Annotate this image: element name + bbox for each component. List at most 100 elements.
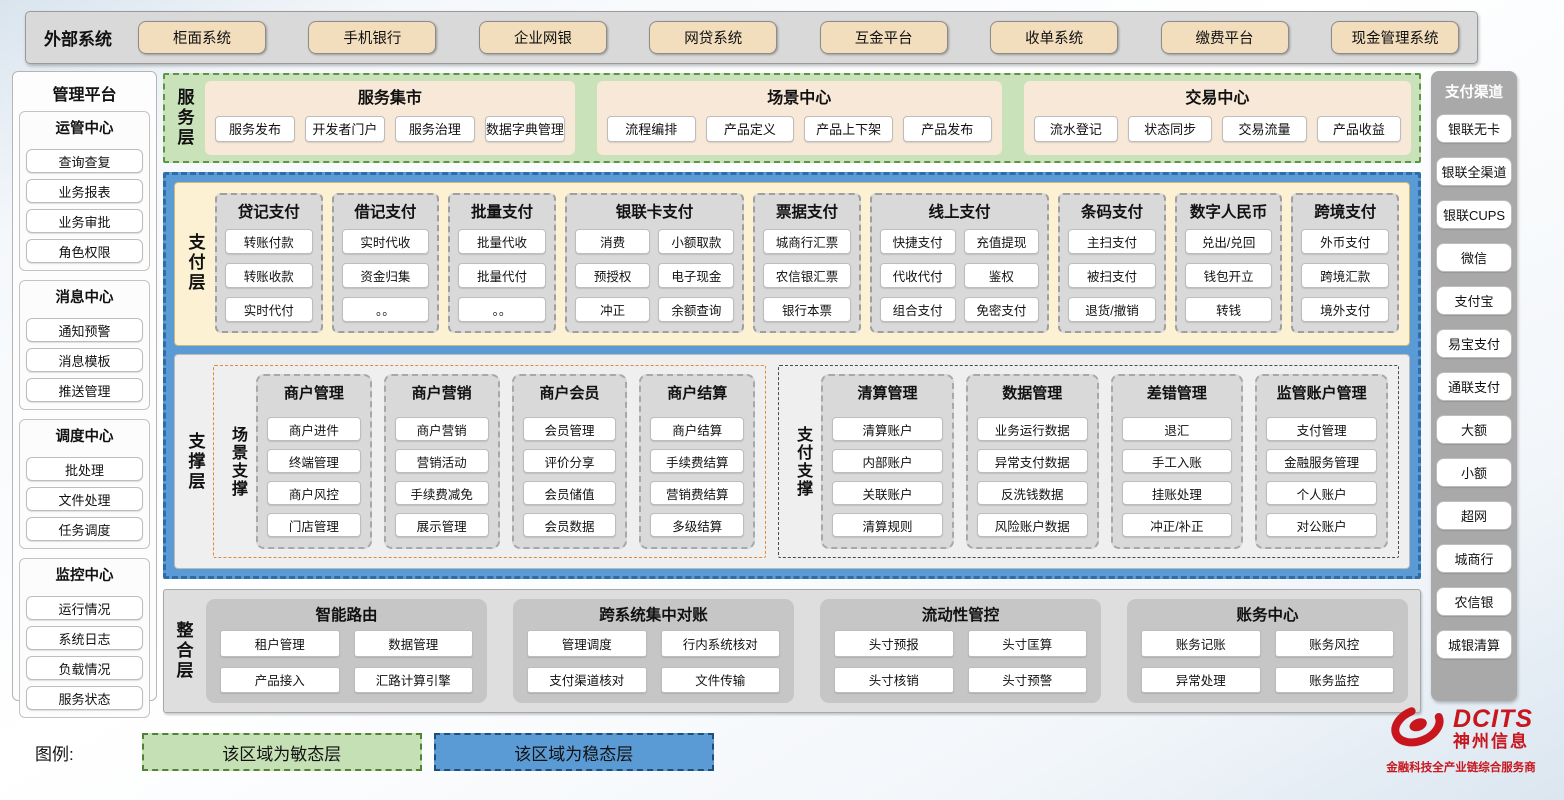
support-item-button[interactable]: 会员管理 xyxy=(522,417,617,441)
support-item-button[interactable]: 手续费减免 xyxy=(394,481,489,505)
payment-item-button[interactable]: 消费 xyxy=(574,229,651,254)
channel-button[interactable]: 城银清算 xyxy=(1436,630,1512,659)
integration-item-button[interactable]: 产品接入 xyxy=(220,666,340,693)
integration-item-button[interactable]: 行内系统核对 xyxy=(660,630,780,657)
channel-button[interactable]: 大额 xyxy=(1436,415,1512,444)
support-item-button[interactable]: 异常支付数据 xyxy=(976,449,1088,473)
support-item-button[interactable]: 终端管理 xyxy=(267,449,361,473)
external-system-button[interactable]: 互金平台 xyxy=(819,21,948,54)
support-item-button[interactable]: 评价分享 xyxy=(522,449,617,473)
channel-button[interactable]: 银联无卡 xyxy=(1436,114,1512,143)
support-item-button[interactable]: 内部账户 xyxy=(832,449,943,473)
management-item-button[interactable]: 任务调度 xyxy=(26,517,143,541)
support-item-button[interactable]: 风险账户数据 xyxy=(976,513,1088,537)
service-item-button[interactable]: 交易流量 xyxy=(1222,115,1307,142)
channel-button[interactable]: 微信 xyxy=(1436,243,1512,272)
external-system-button[interactable]: 手机银行 xyxy=(308,21,437,54)
support-item-button[interactable]: 冲正/补正 xyxy=(1121,513,1233,537)
payment-item-button[interactable]: 转账付款 xyxy=(225,229,313,254)
payment-item-button[interactable]: 城商行汇票 xyxy=(763,229,851,254)
management-item-button[interactable]: 批处理 xyxy=(26,457,143,481)
management-item-button[interactable]: 系统日志 xyxy=(26,626,143,650)
channel-button[interactable]: 银联全渠道 xyxy=(1436,157,1512,186)
integration-item-button[interactable]: 头寸匡算 xyxy=(967,630,1087,657)
payment-item-button[interactable]: 鉴权 xyxy=(963,263,1040,288)
external-system-button[interactable]: 收单系统 xyxy=(990,21,1119,54)
support-item-button[interactable]: 展示管理 xyxy=(394,513,489,537)
support-item-button[interactable]: 清算账户 xyxy=(832,417,943,441)
payment-item-button[interactable]: 兑出/兑回 xyxy=(1184,229,1273,254)
support-item-button[interactable]: 门店管理 xyxy=(267,513,361,537)
payment-item-button[interactable]: 余额查询 xyxy=(658,297,735,322)
service-item-button[interactable]: 流水登记 xyxy=(1033,115,1118,142)
external-system-button[interactable]: 现金管理系统 xyxy=(1330,21,1459,54)
support-item-button[interactable]: 支付管理 xyxy=(1266,417,1378,441)
service-item-button[interactable]: 服务发布 xyxy=(215,115,295,142)
integration-item-button[interactable]: 数据管理 xyxy=(353,630,473,657)
management-item-button[interactable]: 服务状态 xyxy=(26,686,143,710)
payment-item-button[interactable]: 冲正 xyxy=(574,297,651,322)
support-item-button[interactable]: 反洗钱数据 xyxy=(976,481,1088,505)
support-item-button[interactable]: 关联账户 xyxy=(832,481,943,505)
payment-item-button[interactable]: 被扫支付 xyxy=(1068,263,1156,288)
management-item-button[interactable]: 业务报表 xyxy=(26,179,143,203)
management-item-button[interactable]: 消息模板 xyxy=(26,348,143,372)
channel-button[interactable]: 小额 xyxy=(1436,458,1512,487)
management-item-button[interactable]: 推送管理 xyxy=(26,378,143,402)
payment-item-button[interactable]: 组合支付 xyxy=(879,297,956,322)
channel-button[interactable]: 超网 xyxy=(1436,501,1512,530)
payment-item-button[interactable]: 电子现金 xyxy=(658,263,735,288)
management-item-button[interactable]: 通知预警 xyxy=(26,318,143,342)
service-item-button[interactable]: 产品上下架 xyxy=(804,115,893,142)
external-system-button[interactable]: 企业网银 xyxy=(478,21,607,54)
support-item-button[interactable]: 商户结算 xyxy=(650,417,745,441)
service-item-button[interactable]: 开发者门户 xyxy=(304,115,385,142)
service-item-button[interactable]: 产品定义 xyxy=(705,115,795,142)
payment-item-button[interactable]: 资金归集 xyxy=(341,263,430,288)
payment-item-button[interactable]: 主扫支付 xyxy=(1068,229,1156,254)
support-item-button[interactable]: 会员储值 xyxy=(522,481,617,505)
payment-item-button[interactable]: 代收代付 xyxy=(879,263,956,288)
service-item-button[interactable]: 流程编排 xyxy=(606,115,696,142)
support-item-button[interactable]: 会员数据 xyxy=(522,513,617,537)
integration-item-button[interactable]: 头寸预报 xyxy=(834,630,954,657)
integration-item-button[interactable]: 账务监控 xyxy=(1274,666,1394,693)
support-item-button[interactable]: 商户风控 xyxy=(267,481,361,505)
channel-button[interactable]: 支付宝 xyxy=(1436,286,1512,315)
support-item-button[interactable]: 手工入账 xyxy=(1121,449,1233,473)
channel-button[interactable]: 银联CUPS xyxy=(1436,200,1512,229)
payment-item-button[interactable]: 银行本票 xyxy=(763,297,851,322)
payment-item-button[interactable]: 。。 xyxy=(458,297,546,322)
support-item-button[interactable]: 个人账户 xyxy=(1266,481,1378,505)
payment-item-button[interactable]: 。。 xyxy=(341,297,430,322)
support-item-button[interactable]: 业务运行数据 xyxy=(976,417,1088,441)
payment-item-button[interactable]: 实时代收 xyxy=(341,229,430,254)
external-system-button[interactable]: 柜面系统 xyxy=(138,21,266,54)
payment-item-button[interactable]: 免密支付 xyxy=(963,297,1040,322)
support-item-button[interactable]: 商户进件 xyxy=(267,417,361,441)
channel-button[interactable]: 通联支付 xyxy=(1436,372,1512,401)
management-item-button[interactable]: 业务审批 xyxy=(26,209,143,233)
payment-item-button[interactable]: 跨境汇款 xyxy=(1301,263,1389,288)
support-item-button[interactable]: 退汇 xyxy=(1121,417,1233,441)
external-system-button[interactable]: 网贷系统 xyxy=(649,21,778,54)
channel-button[interactable]: 农信银 xyxy=(1436,587,1512,616)
channel-button[interactable]: 城商行 xyxy=(1436,544,1512,573)
support-item-button[interactable]: 多级结算 xyxy=(650,513,745,537)
support-item-button[interactable]: 清算规则 xyxy=(832,513,943,537)
integration-item-button[interactable]: 账务记账 xyxy=(1141,630,1261,657)
payment-item-button[interactable]: 转钱 xyxy=(1184,297,1273,322)
integration-item-button[interactable]: 头寸核销 xyxy=(834,666,954,693)
payment-item-button[interactable]: 批量代付 xyxy=(458,263,546,288)
payment-item-button[interactable]: 钱包开立 xyxy=(1184,263,1273,288)
service-item-button[interactable]: 数据字典管理 xyxy=(484,115,565,142)
integration-item-button[interactable]: 管理调度 xyxy=(527,630,647,657)
integration-item-button[interactable]: 文件传输 xyxy=(660,666,780,693)
payment-item-button[interactable]: 实时代付 xyxy=(225,297,313,322)
service-item-button[interactable]: 服务治理 xyxy=(394,115,475,142)
management-item-button[interactable]: 角色权限 xyxy=(26,239,143,263)
payment-item-button[interactable]: 农信银汇票 xyxy=(763,263,851,288)
integration-item-button[interactable]: 租户管理 xyxy=(220,630,340,657)
integration-item-button[interactable]: 异常处理 xyxy=(1141,666,1261,693)
payment-item-button[interactable]: 外币支付 xyxy=(1301,229,1389,254)
